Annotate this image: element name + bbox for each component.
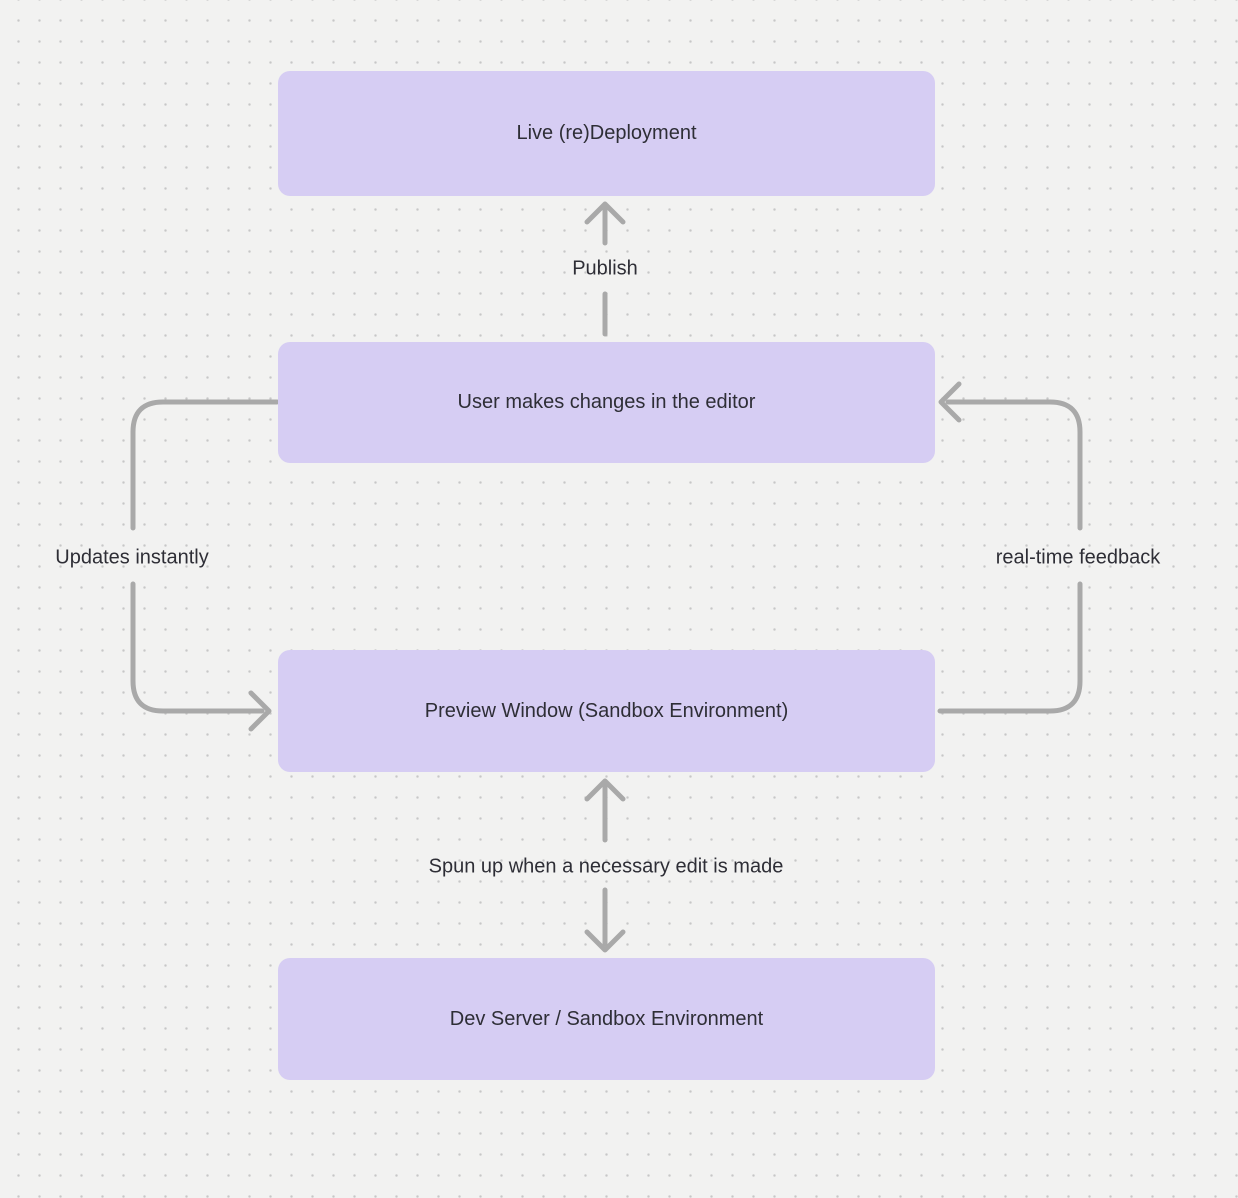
edge-label-publish: Publish xyxy=(572,257,638,280)
updates-instantly-connector xyxy=(130,399,280,732)
node-preview-window-label: Preview Window (Sandbox Environment) xyxy=(424,699,789,722)
node-editor: User makes changes in the editor xyxy=(278,342,935,463)
arrowhead-up-icon xyxy=(584,778,626,802)
realtime-feedback-connector xyxy=(937,381,1083,714)
node-live-deployment-label: Live (re)Deployment xyxy=(516,122,697,144)
node-dev-server: Dev Server / Sandbox Environment xyxy=(278,958,935,1080)
node-live-deployment: Live (re)Deployment xyxy=(278,71,935,196)
node-editor-label: User makes changes in the editor xyxy=(457,391,756,413)
arrowhead-left-icon xyxy=(938,381,962,423)
arrowhead-up-icon xyxy=(584,201,626,225)
edge-label-updates-instantly: Updates instantly xyxy=(55,546,209,569)
arrowhead-down-icon xyxy=(584,929,626,953)
node-dev-server-label: Dev Server / Sandbox Environment xyxy=(449,1007,764,1030)
edge-label-spun-up: Spun up when a necessary edit is made xyxy=(428,855,784,878)
edge-label-realtime-feedback: real-time feedback xyxy=(995,546,1161,569)
node-preview-window: Preview Window (Sandbox Environment) xyxy=(278,650,935,772)
spun-up-connector xyxy=(584,778,626,953)
publish-arrow xyxy=(584,201,626,337)
arrowhead-right-icon xyxy=(248,690,272,732)
